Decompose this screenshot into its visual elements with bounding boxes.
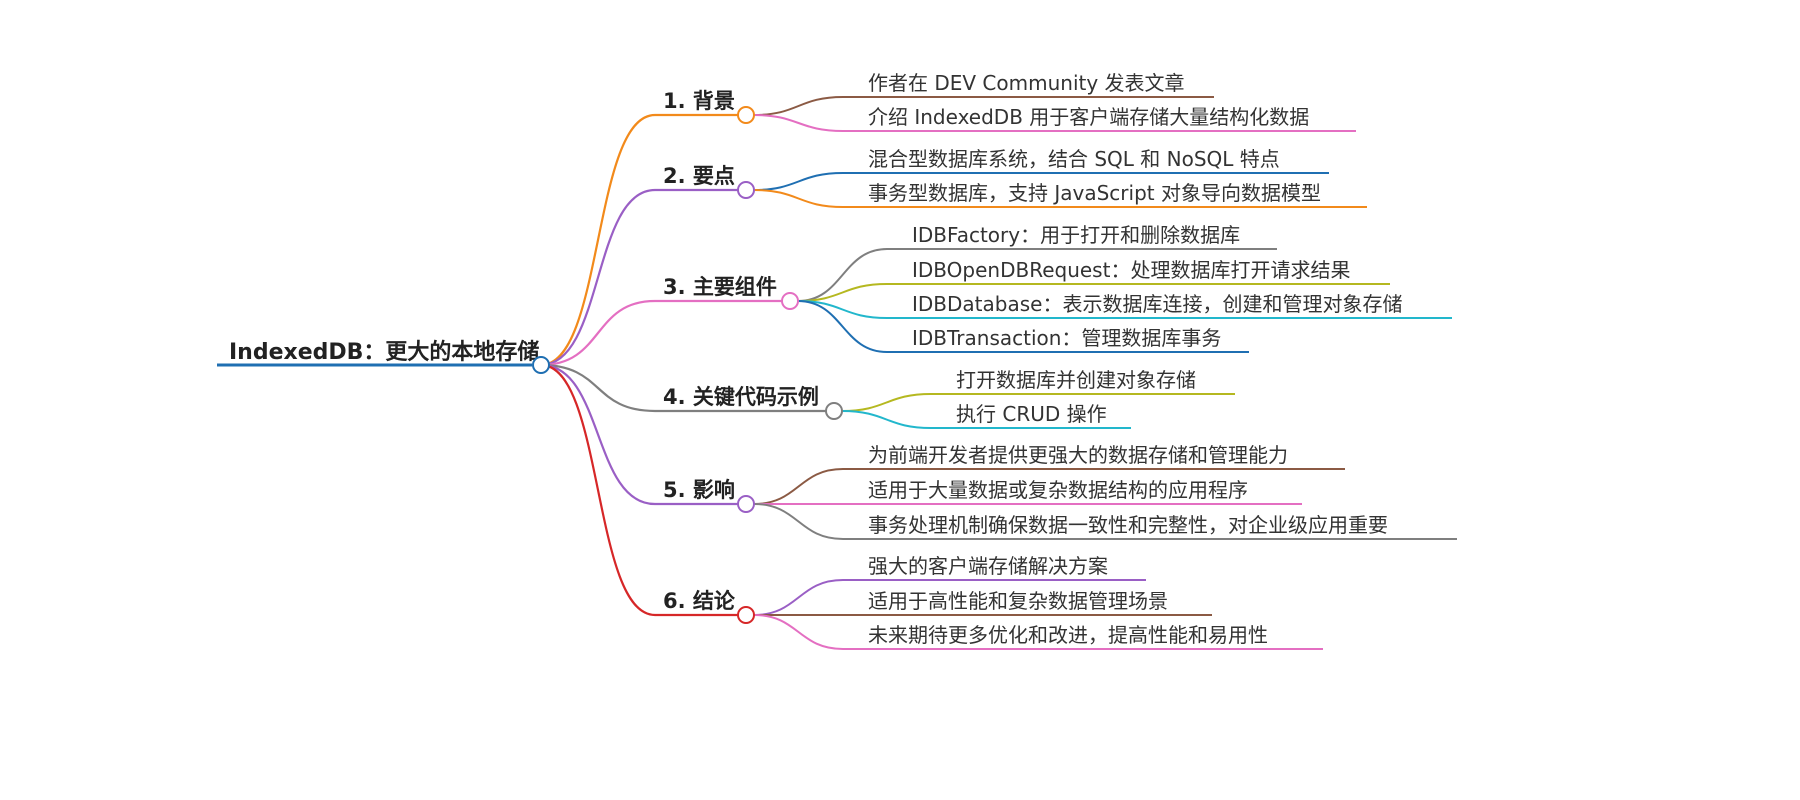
leaf-connector [753,503,844,540]
root-toggle-circle[interactable] [532,356,550,374]
root-label: IndexedDB：更大的本地存储 [229,339,539,365]
connector-layer [540,96,932,650]
branch-label: 1. 背景 [663,89,735,113]
leaf-connector [797,248,888,302]
branch-toggle-circle[interactable] [737,606,755,624]
leaf-label: IDBOpenDBRequest：处理数据库打开请求结果 [912,258,1350,282]
leaf-label: 适用于高性能和复杂数据管理场景 [868,589,1168,613]
leaf-label: 作者在 DEV Community 发表文章 [868,71,1185,95]
leaf-label: 执行 CRUD 操作 [956,402,1107,426]
branch-label: 3. 主要组件 [663,275,777,299]
branch-connector [540,363,656,506]
branch-connector [540,299,656,367]
branch-label: 4. 关键代码示例 [663,385,819,409]
branch-label: 5. 影响 [663,478,735,502]
leaf-connector [753,614,844,650]
leaf-connector [753,96,844,116]
branch-toggle-circle[interactable] [737,495,755,513]
branch-toggle-circle[interactable] [737,181,755,199]
branch-connector [540,363,656,617]
leaf-connector [753,468,844,505]
branch-toggle-circle[interactable] [781,292,799,310]
branch-toggle-circle[interactable] [737,106,755,124]
leaf-label: 介绍 IndexedDB 用于客户端存储大量结构化数据 [868,105,1309,129]
branch-label: 6. 结论 [663,589,736,613]
leaf-label: 为前端开发者提供更强大的数据存储和管理能力 [868,443,1288,467]
leaf-label: 适用于大量数据或复杂数据结构的应用程序 [868,478,1248,502]
branch-label: 2. 要点 [663,164,735,188]
leaf-label: 事务型数据库，支持 JavaScript 对象导向数据模型 [868,181,1321,205]
leaf-connector [753,172,844,191]
leaf-label: 打开数据库并创建对象存储 [956,368,1196,392]
leaf-connector [841,393,932,412]
leaf-connector [753,579,844,616]
branch-connector [540,188,656,367]
leaf-connector [753,189,844,208]
leaf-connector [753,114,844,132]
leaf-label: 事务处理机制确保数据一致性和完整性，对企业级应用重要 [868,513,1388,537]
leaf-label: 强大的客户端存储解决方案 [868,554,1108,578]
leaf-label: IDBDatabase：表示数据库连接，创建和管理对象存储 [912,292,1402,316]
leaf-connector [797,283,888,302]
branch-connector [540,113,656,367]
leaf-label: IDBFactory：用于打开和删除数据库 [912,223,1240,247]
branch-connector [540,363,656,413]
leaf-connector [841,410,932,429]
branch-toggle-circle[interactable] [825,402,843,420]
leaf-label: 未来期待更多优化和改进，提高性能和易用性 [868,623,1268,647]
leaf-connector [797,300,888,353]
leaf-label: 混合型数据库系统，结合 SQL 和 NoSQL 特点 [868,147,1280,171]
leaf-label: IDBTransaction：管理数据库事务 [912,326,1221,350]
